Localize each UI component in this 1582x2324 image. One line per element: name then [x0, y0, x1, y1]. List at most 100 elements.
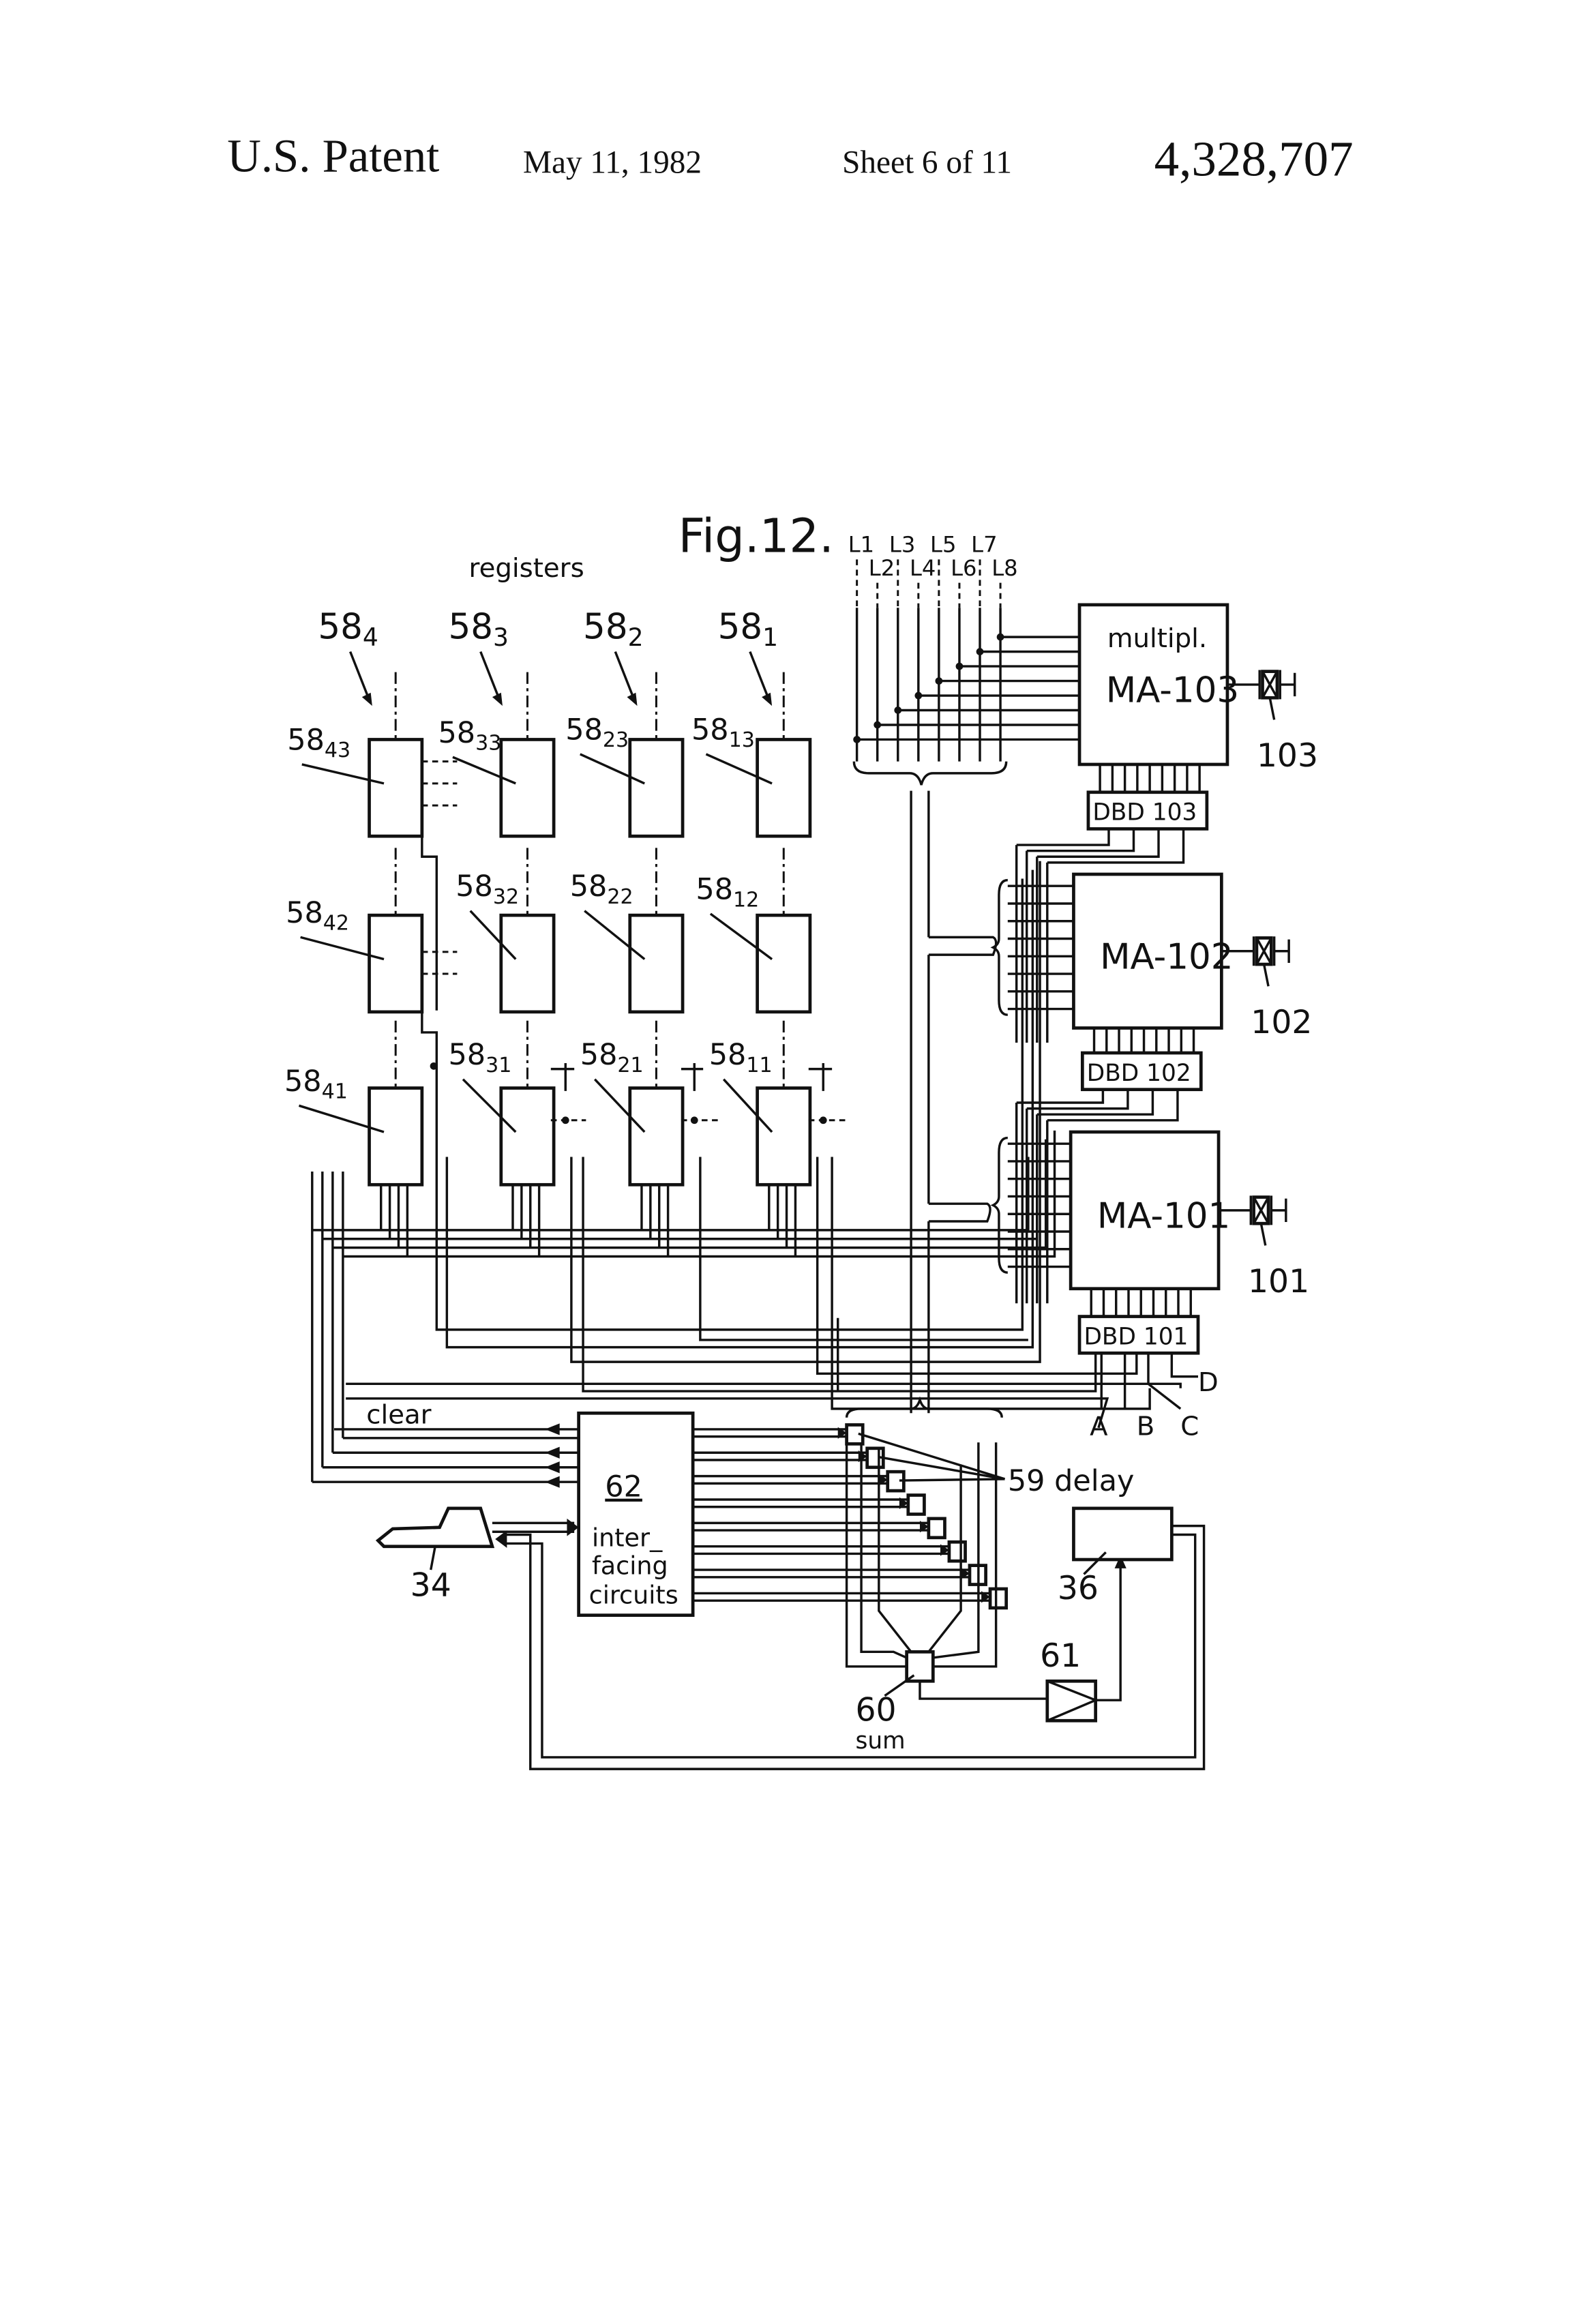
sum-label: sum — [855, 1727, 905, 1755]
register-box — [630, 915, 683, 1012]
line-label: L3 — [889, 532, 915, 558]
dbd-inputs: A B C D — [1090, 1354, 1219, 1442]
register-group-label-base: 58 — [718, 606, 763, 647]
registers-label: registers — [469, 553, 584, 584]
register-label-sub: 32 — [493, 885, 519, 909]
register-label: 5812 — [696, 873, 759, 912]
register-label-sub: 31 — [486, 1054, 511, 1077]
input-c: C — [1180, 1411, 1199, 1442]
register-label-base: 58 — [448, 1038, 486, 1072]
register-box — [501, 1088, 554, 1185]
register-label: 5842 — [286, 896, 349, 936]
register-group-label: 582 — [583, 606, 644, 652]
register-box — [758, 915, 810, 1012]
delay-box — [929, 1519, 945, 1538]
register-group-label: 584 — [318, 606, 378, 652]
delay-label: 59 delay — [1008, 1464, 1135, 1498]
multiplier-name: MA-102 — [1100, 937, 1233, 978]
delay-box — [949, 1542, 966, 1561]
register-group-labels: 584583582581 — [318, 606, 778, 706]
register-box — [370, 1088, 422, 1185]
register-label-base: 58 — [691, 713, 729, 747]
multiplier-name: MA-103 — [1106, 670, 1239, 711]
register-label-base: 58 — [580, 1038, 618, 1072]
multiplier-label: multipl. — [1107, 623, 1207, 654]
register-group-label: 583 — [448, 606, 509, 652]
interface-output — [693, 1476, 888, 1484]
register-label-sub: 33 — [475, 731, 501, 755]
multiplier-name: MA-101 — [1097, 1196, 1230, 1237]
header-sheet: Sheet 6 of 11 — [842, 145, 1012, 180]
input-device-34: 34 — [378, 1508, 578, 1605]
header-patent-number: 4,328,707 — [1154, 132, 1354, 187]
interface-output — [693, 1500, 908, 1507]
line-label: L8 — [991, 555, 1017, 581]
pointer-arrow — [615, 652, 634, 700]
register-label: 5831 — [448, 1038, 511, 1077]
register-label: 5833 — [438, 716, 501, 756]
interface-output — [693, 1547, 949, 1554]
register-label-base: 58 — [287, 723, 325, 757]
figure-title: Fig.12. — [678, 509, 834, 564]
register-label: 5841 — [284, 1064, 348, 1104]
register-box — [630, 1088, 683, 1185]
dbd-label: DBD 102 — [1087, 1060, 1191, 1087]
dbd-label: DBD 101 — [1084, 1323, 1188, 1350]
input-a: A — [1090, 1411, 1108, 1442]
register-box — [758, 1088, 810, 1185]
figure-12: Fig.12. registers 584583582581 584358335… — [284, 509, 1318, 1770]
arrow-head — [627, 693, 637, 706]
coil-ref: 101 — [1248, 1263, 1309, 1300]
register-label: 5811 — [709, 1038, 773, 1077]
l-line-bus: L1L2L3L4L5L6L7L8 — [848, 532, 1079, 762]
register-box — [370, 739, 422, 836]
register-label-sub: 21 — [617, 1054, 643, 1077]
register-box — [501, 739, 554, 836]
register-label-base: 58 — [565, 713, 603, 747]
sum-ref: 60 — [855, 1691, 896, 1729]
interface-line3: circuits — [589, 1580, 678, 1609]
register-label-base: 58 — [286, 896, 323, 930]
register-group-label: 581 — [718, 606, 779, 652]
register-group-label-base: 58 — [318, 606, 363, 647]
register-label-base: 58 — [696, 873, 733, 907]
register-label-base: 58 — [456, 869, 493, 904]
multiplier-stack: multipl.MA-103DBD 103103MA-102DBD 102102… — [993, 605, 1318, 1353]
header-date: May 11, 1982 — [523, 145, 702, 180]
register-group-label-sub: 3 — [493, 623, 509, 652]
register-box — [370, 915, 422, 1012]
register-label: 5843 — [287, 723, 350, 762]
line-label: L6 — [951, 555, 976, 581]
line-label: L7 — [971, 532, 997, 558]
register-label-sub: 11 — [746, 1054, 772, 1077]
junction-dot — [874, 721, 881, 729]
dbd-label: DBD 103 — [1092, 799, 1197, 826]
delay-box — [990, 1589, 1006, 1608]
register-label-sub: 13 — [729, 728, 755, 752]
register-label-sub: 41 — [322, 1080, 348, 1104]
junction-dot — [853, 736, 861, 743]
register-matrix: 5843583358235813584258325822581258415831… — [284, 672, 810, 1185]
register-label-sub: 12 — [733, 888, 759, 912]
unit-36-ref: 36 — [1058, 1570, 1099, 1607]
register-group-label-sub: 2 — [628, 623, 644, 652]
junction-dot — [936, 677, 943, 685]
line-label: L4 — [910, 555, 936, 581]
interface-line2: facing — [592, 1551, 668, 1581]
input-d: D — [1198, 1367, 1219, 1398]
input-b: B — [1137, 1411, 1155, 1442]
pointer-arrow — [481, 652, 500, 700]
register-box — [630, 739, 683, 836]
pointer-arrow — [750, 652, 769, 700]
register-label-base: 58 — [284, 1064, 322, 1099]
register-group-label-sub: 4 — [363, 623, 378, 652]
arrow-head — [762, 693, 772, 706]
register-group-label-base: 58 — [448, 606, 493, 647]
junction-dot — [997, 634, 1004, 641]
coil-ref: 102 — [1251, 1004, 1312, 1041]
amp-ref: 61 — [1040, 1637, 1081, 1675]
delay-box — [908, 1495, 925, 1515]
register-wiring — [312, 762, 1180, 1483]
multiplier-103: multipl.MA-103DBD 103103 — [1079, 605, 1318, 829]
